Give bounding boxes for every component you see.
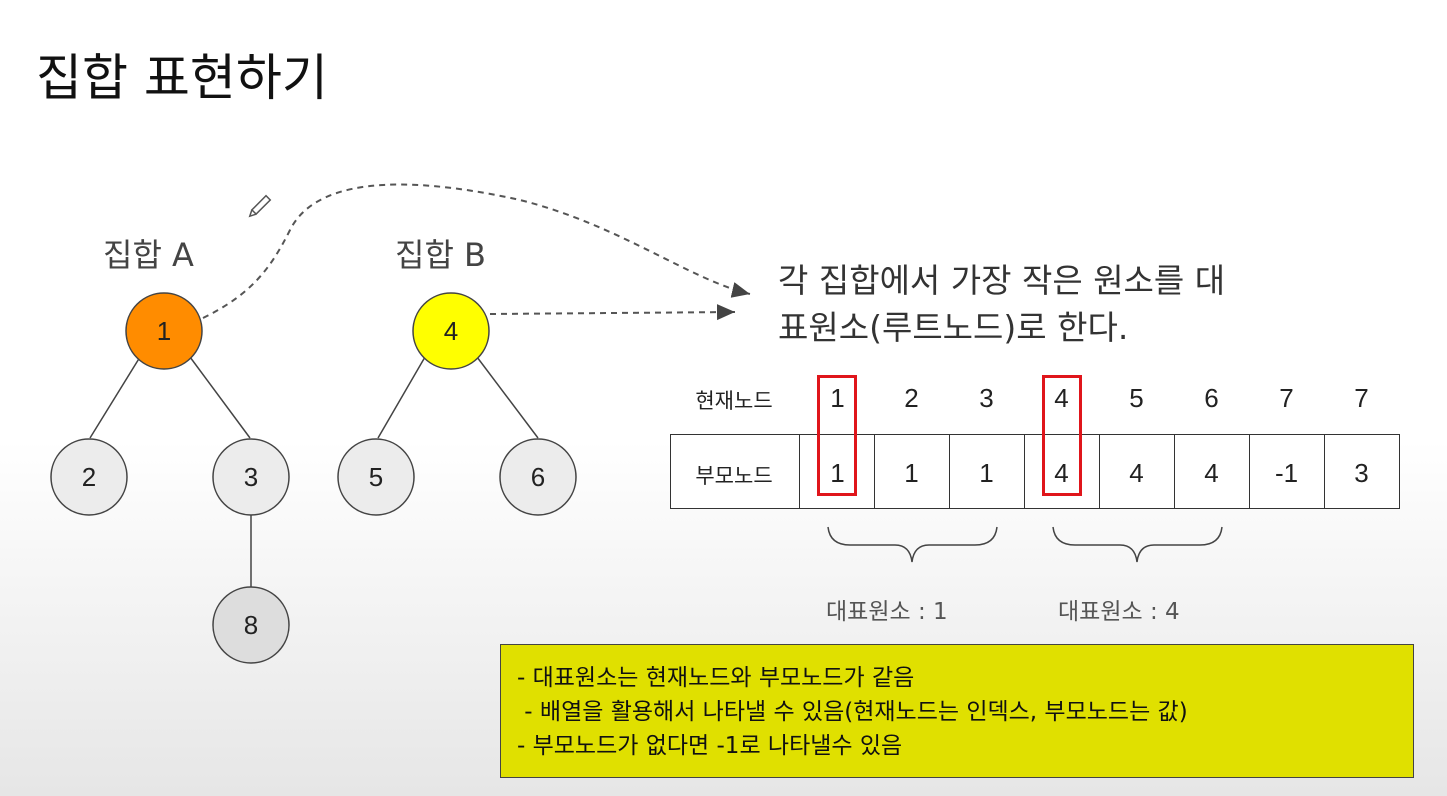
node-5: 5	[337, 438, 415, 516]
edge-1-3	[189, 356, 251, 439]
parent-node-label: 부모노드	[695, 464, 773, 488]
current-cell-7: 7	[1279, 383, 1294, 413]
parent-cell-4: 4	[1054, 458, 1069, 488]
set-b-label: 집합 B	[395, 236, 487, 274]
node-2: 2	[50, 438, 128, 516]
brace-set-b	[1052, 526, 1223, 563]
current-cell-6: 6	[1204, 383, 1219, 413]
description: 각 집합에서 가장 작은 원소를 대 표원소(루트노드)로 한다.	[778, 257, 1225, 351]
parent-cell-8: 3	[1354, 458, 1369, 488]
parent-cell-3: 1	[979, 458, 994, 488]
page-title: 집합 표현하기	[36, 49, 328, 107]
pencil-icon	[248, 194, 272, 218]
dashed-arrow-a	[202, 183, 751, 319]
current-cell-1: 1	[830, 383, 845, 413]
current-cell-4: 4	[1054, 383, 1069, 413]
svg-text:6: 6	[531, 462, 545, 492]
parent-cell-2: 1	[904, 458, 919, 488]
parent-cell-5: 4	[1129, 458, 1144, 488]
edge-1-2	[89, 356, 141, 439]
brace-set-a	[827, 526, 998, 563]
set-a-label: 집합 A	[103, 236, 194, 274]
node-8: 8	[212, 586, 290, 664]
note-box: - 대표원소는 현재노드와 부모노드가 같음 - 배열을 활용해서 나타낼 수 …	[500, 644, 1414, 778]
current-node-label: 현재노드	[695, 389, 773, 413]
highlight-column-4	[1042, 375, 1082, 496]
dashed-arrow-b	[489, 304, 736, 321]
edge-4-6	[476, 356, 539, 439]
node-6: 6	[499, 438, 577, 516]
note-line-1: - 대표원소는 현재노드와 부모노드가 같음	[517, 665, 915, 691]
parent-cell-7: -1	[1274, 458, 1299, 488]
edge-4-5	[377, 356, 426, 439]
current-cell-2: 2	[904, 383, 919, 413]
svg-text:8: 8	[244, 610, 258, 640]
parent-cell-1: 1	[830, 458, 845, 488]
representative-a: 대표원소 : 1	[826, 599, 948, 625]
note-line-3: - 부모노드가 없다면 -1로 나타낼수 있음	[517, 733, 903, 759]
svg-text:2: 2	[82, 462, 96, 492]
svg-text:3: 3	[244, 462, 258, 492]
description-line-1: 각 집합에서 가장 작은 원소를 대	[778, 261, 1226, 300]
description-line-2: 표원소(루트노드)로 한다.	[778, 308, 1129, 347]
parent-cell-6: 4	[1204, 458, 1219, 488]
svg-text:1: 1	[157, 316, 171, 346]
note-line-2: - 배열을 활용해서 나타낼 수 있음(현재노드는 인덱스, 부모노드는 값)	[517, 699, 1188, 725]
representative-b: 대표원소 : 4	[1058, 599, 1180, 625]
svg-text:5: 5	[369, 462, 383, 492]
current-cell-8: 7	[1354, 383, 1369, 413]
node-3: 3	[212, 438, 290, 516]
node-4: 4	[412, 292, 490, 370]
svg-text:4: 4	[444, 316, 458, 346]
current-cell-5: 5	[1129, 383, 1144, 413]
node-1: 1	[125, 292, 203, 370]
current-cell-3: 3	[979, 383, 994, 413]
highlight-column-1	[817, 375, 857, 496]
parent-node-table	[670, 434, 1400, 509]
